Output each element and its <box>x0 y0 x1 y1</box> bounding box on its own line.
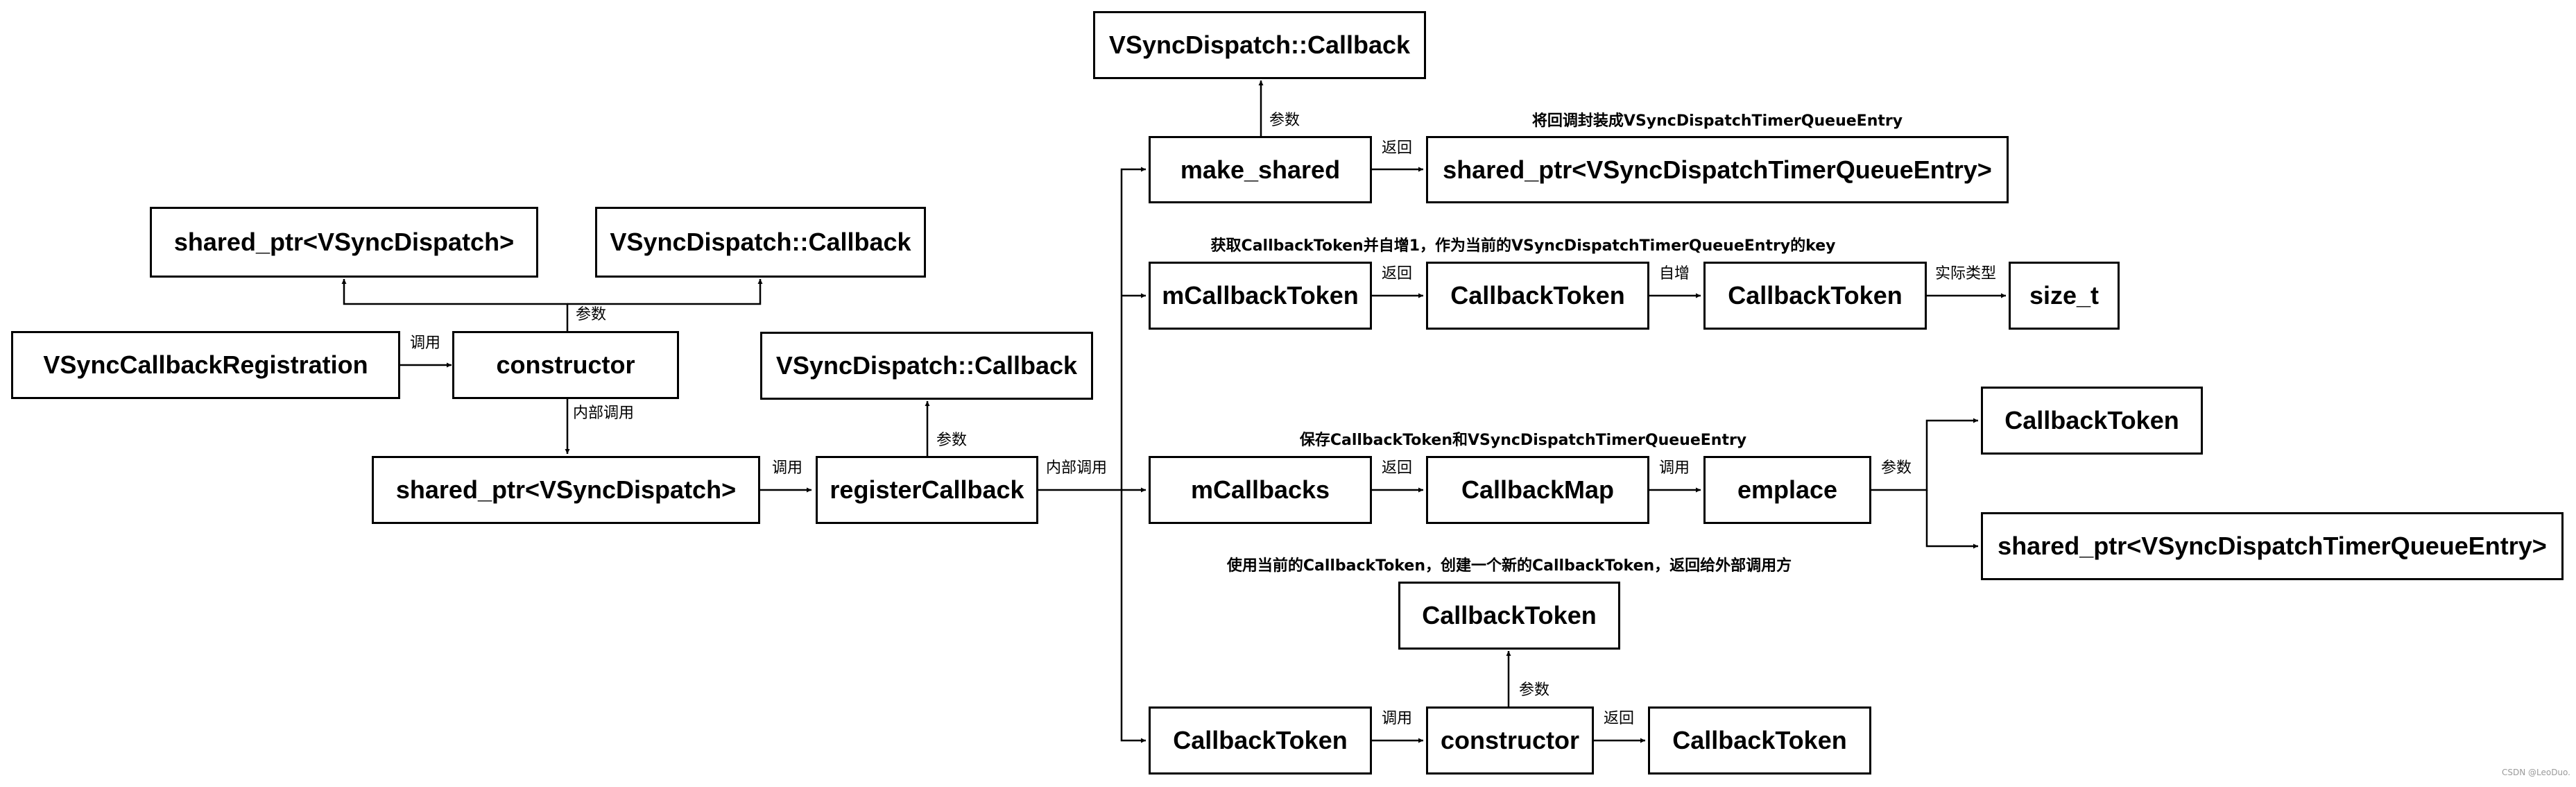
node-callback-token-arg: CallbackToken <box>1398 582 1620 650</box>
node-callback-token-increment: CallbackToken <box>1703 262 1927 330</box>
label-param-makeshared: 参数 <box>1269 112 1300 129</box>
label-actual-type: 实际类型 <box>1935 265 1997 282</box>
label-param-register: 参数 <box>936 432 968 449</box>
label-call-sharedptr: 调用 <box>772 459 803 477</box>
label-return-constructor-token: 返回 <box>1604 710 1635 727</box>
node-dispatch-callback-mid: VSyncDispatch::Callback <box>760 332 1093 400</box>
note-new-token: 使用当前的CallbackToken，创建一个新的CallbackToken，返… <box>1226 557 1792 575</box>
node-callback-map: CallbackMap <box>1426 456 1649 524</box>
node-vsync-callback-registration: VSyncCallbackRegistration <box>11 331 400 399</box>
node-callback-token-return: CallbackToken <box>1426 262 1649 330</box>
label-return-makeshared: 返回 <box>1382 139 1413 157</box>
label-call-callbackmap: 调用 <box>1659 459 1690 477</box>
label-increment: 自增 <box>1659 265 1690 282</box>
node-dispatch-callback-top: VSyncDispatch::Callback <box>595 207 926 278</box>
label-return-mcallbacks: 返回 <box>1382 459 1413 477</box>
edge-register-bus <box>1038 167 1146 491</box>
watermark: CSDN @LeoDuo. <box>2501 768 2570 777</box>
label-internal-call-constructor: 内部调用 <box>573 405 635 422</box>
edge-emplace-param-token <box>1871 418 1978 491</box>
edge-constructor-param-split <box>341 279 569 331</box>
label-return-mcallbacktoken: 返回 <box>1382 265 1413 282</box>
node-shared-ptr-entry-param: shared_ptr<VSyncDispatchTimerQueueEntry> <box>1981 512 2564 580</box>
edge-emplace-param-entry <box>1925 490 1978 549</box>
node-make-shared: make_shared <box>1149 136 1372 203</box>
node-register-callback: registerCallback <box>816 456 1038 524</box>
label-param-constructor: 参数 <box>576 306 607 323</box>
label-param-emplace: 参数 <box>1881 459 1912 477</box>
node-callback-token-out: CallbackToken <box>1648 706 1871 775</box>
node-shared-ptr-entry-return: shared_ptr<VSyncDispatchTimerQueueEntry> <box>1426 136 2009 203</box>
label-param-constructor-token: 参数 <box>1519 682 1550 699</box>
note-get-token: 获取CallbackToken并自增1，作为当前的VSyncDispatchTi… <box>1210 237 1836 255</box>
node-constructor-token: constructor <box>1426 706 1594 775</box>
node-emplace: emplace <box>1703 456 1871 524</box>
note-save-entry: 保存CallbackToken和VSyncDispatchTimerQueueE… <box>1299 432 1747 449</box>
label-call-registration: 调用 <box>410 335 441 352</box>
node-callback-token-param: CallbackToken <box>1981 387 2203 455</box>
edge-bus-to-callbacktoken <box>1120 490 1146 743</box>
node-dispatch-callback-upper: VSyncDispatch::Callback <box>1093 11 1426 79</box>
node-constructor-main: constructor <box>452 331 679 399</box>
node-callback-token-input: CallbackToken <box>1149 706 1372 775</box>
note-wrap-entry: 将回调封装成VSyncDispatchTimerQueueEntry <box>1531 112 1903 130</box>
edge-constructor-param-callback <box>567 279 763 305</box>
label-internal-call-register: 内部调用 <box>1046 459 1108 477</box>
node-m-callback-token: mCallbackToken <box>1149 262 1372 330</box>
node-m-callbacks: mCallbacks <box>1149 456 1372 524</box>
node-size-t: size_t <box>2009 262 2120 330</box>
label-call-token: 调用 <box>1382 710 1413 727</box>
node-shared-ptr-dispatch-top: shared_ptr<VSyncDispatch> <box>150 207 538 278</box>
node-shared-ptr-dispatch-mid: shared_ptr<VSyncDispatch> <box>372 456 760 524</box>
